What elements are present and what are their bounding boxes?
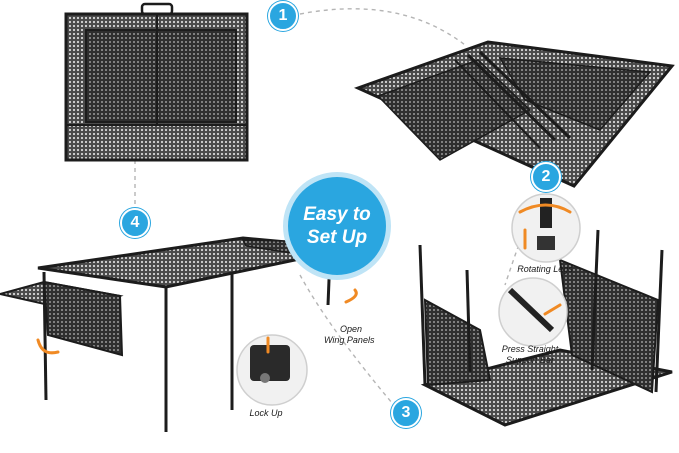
rotating-legs-label: Rotating Legs [517, 264, 573, 274]
press-straight-label: Press Straight Support Bar [482, 344, 578, 366]
step-3-marker: 3 [391, 398, 421, 428]
lock-up-label: Lock Up [249, 408, 283, 418]
press-straight-line-2: Support Bar [505, 355, 555, 365]
step-2-marker: 2 [531, 162, 561, 192]
upside-down-table [418, 229, 673, 427]
step-4-marker: 4 [120, 208, 150, 238]
detail-circle-lock-up [236, 334, 308, 406]
open-wing-line-1: Open [340, 324, 363, 334]
open-wing-line-2: Wing Panels [324, 335, 375, 345]
folded-table [64, 2, 249, 162]
orange-arrows [36, 203, 572, 355]
open-wing-panels-label: Open Wing Panels [324, 324, 414, 346]
easy-setup-badge: Easy to Set Up [283, 172, 391, 280]
opened-table-top-view [353, 40, 675, 188]
badge-line-1: Easy to [303, 204, 371, 225]
badge-text: Easy to Set Up [288, 203, 386, 249]
press-straight-line-1: Press Straight [501, 344, 559, 354]
step-1-marker: 1 [268, 1, 298, 31]
detail-circle-support-bar [498, 277, 568, 347]
badge-line-2: Set Up [306, 227, 368, 248]
